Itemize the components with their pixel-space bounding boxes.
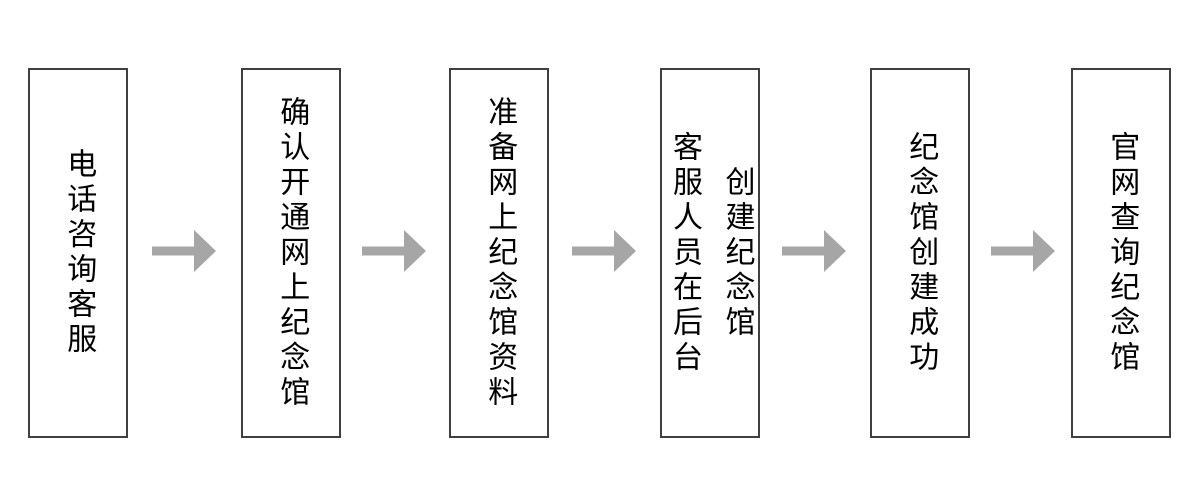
- step-box-prepare-materials: 准备网上纪念馆资料: [449, 68, 549, 438]
- step-box-phone-consult-service: 电话咨询客服: [28, 68, 128, 438]
- step-box-query-official-site: 官网查询纪念馆: [1071, 68, 1171, 438]
- step-box-creation-success: 纪念馆创建成功: [870, 68, 970, 438]
- step-label: 客服人员在后台 创建纪念馆: [668, 130, 754, 376]
- step-label: 准备网上纪念馆资料: [483, 95, 517, 411]
- arrow-right-shape: [991, 230, 1055, 272]
- step-box-staff-create-backend: 客服人员在后台 创建纪念馆: [660, 68, 760, 438]
- arrow-right-icon: [152, 230, 216, 272]
- arrow-right-shape: [362, 230, 426, 272]
- arrow-right-icon: [782, 230, 846, 272]
- step-label: 官网查询纪念馆: [1105, 130, 1139, 376]
- arrow-right-icon: [572, 230, 636, 272]
- step-label: 电话咨询客服: [62, 148, 96, 358]
- arrow-right-shape: [782, 230, 846, 272]
- arrow-right-icon: [362, 230, 426, 272]
- step-label: 确认开通网上纪念馆: [275, 95, 309, 411]
- arrow-right-icon: [991, 230, 1055, 272]
- arrow-right-shape: [152, 230, 216, 272]
- arrow-right-shape: [572, 230, 636, 272]
- step-label: 纪念馆创建成功: [904, 130, 938, 376]
- step-box-confirm-open-memorial: 确认开通网上纪念馆: [241, 68, 341, 438]
